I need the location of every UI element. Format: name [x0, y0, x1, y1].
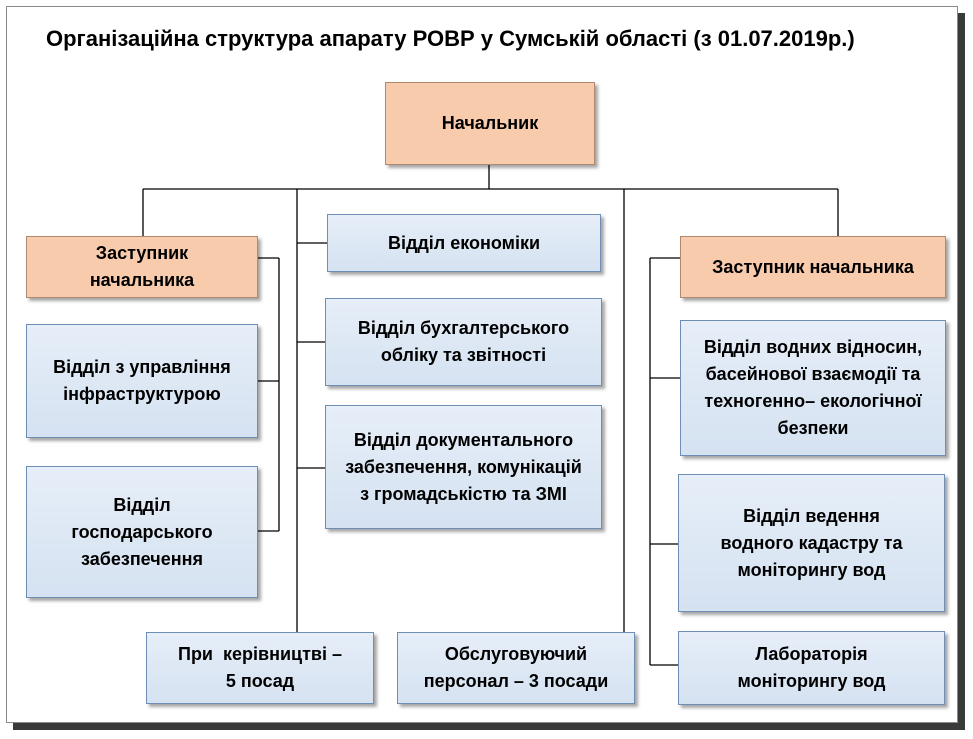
dept-water-relations-line-1: Відділ водних відносин,: [703, 337, 923, 357]
dept-accounting-box: Відділ бухгалтерського обліку та звітнос…: [325, 298, 602, 386]
diagram-title: Організаційна структура апарату РОВР у С…: [46, 26, 855, 51]
service-staff-line-2: персонал – 3 посади: [423, 671, 609, 691]
management-staff-line-2: 5 посад: [225, 671, 295, 691]
dept-cadastre-line-1: Відділ ведення: [743, 505, 880, 526]
dept-household-line-2: господарського: [71, 521, 213, 542]
deputy-left-box: Заступник начальника: [26, 236, 258, 298]
deputy-right-label: Заступник начальника: [712, 256, 914, 277]
dept-documents-line-2: забезпечення, комунікацій: [345, 456, 582, 477]
lab-monitoring-box: Лабораторія моніторингу вод: [678, 631, 945, 705]
dept-infrastructure-line-2: інфраструктурою: [63, 384, 221, 404]
dept-documents-line-3: з громадськістю та ЗМІ: [360, 483, 567, 504]
dept-infrastructure-line-1: Відділ з управління: [53, 357, 231, 377]
dept-water-relations-line-4: безпеки: [777, 418, 849, 438]
dept-cadastre-line-3: моніторингу вод: [737, 559, 886, 580]
dept-household-box: Відділ господарського забезпечення: [26, 466, 258, 598]
service-staff-box: Обслуговуючий персонал – 3 посади: [397, 632, 635, 704]
dept-household-line-1: Відділ: [113, 494, 171, 515]
dept-documents-line-1: Відділ документального: [353, 429, 574, 450]
deputy-left-line-2: начальника: [89, 270, 195, 290]
lab-monitoring-line-2: моніторингу вод: [737, 671, 886, 691]
lab-monitoring-line-1: Лабораторія: [755, 644, 868, 664]
deputy-left-line-1: Заступник: [95, 243, 189, 263]
dept-cadastre-line-2: водного кадастру та: [720, 532, 903, 553]
dept-water-relations-box: Відділ водних відносин, басейнової взаєм…: [680, 320, 946, 456]
dept-accounting-line-1: Відділ бухгалтерського: [357, 318, 570, 338]
head-box: Начальник: [385, 82, 595, 165]
dept-household-line-3: забезпечення: [81, 548, 203, 569]
management-staff-box: При керівництві – 5 посад: [146, 632, 374, 704]
dept-water-relations-line-2: басейнової взаємодії та: [705, 364, 921, 384]
deputy-right-box: Заступник начальника: [680, 236, 946, 298]
dept-economics-label: Відділ економіки: [387, 232, 541, 253]
dept-economics-box: Відділ економіки: [327, 214, 601, 272]
service-staff-line-1: Обслуговуючий: [444, 644, 588, 664]
dept-cadastre-box: Відділ ведення водного кадастру та моніт…: [678, 474, 945, 612]
dept-documents-box: Відділ документального забезпечення, ком…: [325, 405, 602, 529]
dept-infrastructure-box: Відділ з управління інфраструктурою: [26, 324, 258, 438]
dept-water-relations-line-3: техногенно– екологічної: [704, 391, 922, 411]
head-label: Начальник: [441, 113, 539, 133]
management-staff-line-1: При керівництві –: [178, 644, 342, 664]
dept-accounting-line-2: обліку та звітності: [380, 345, 547, 365]
